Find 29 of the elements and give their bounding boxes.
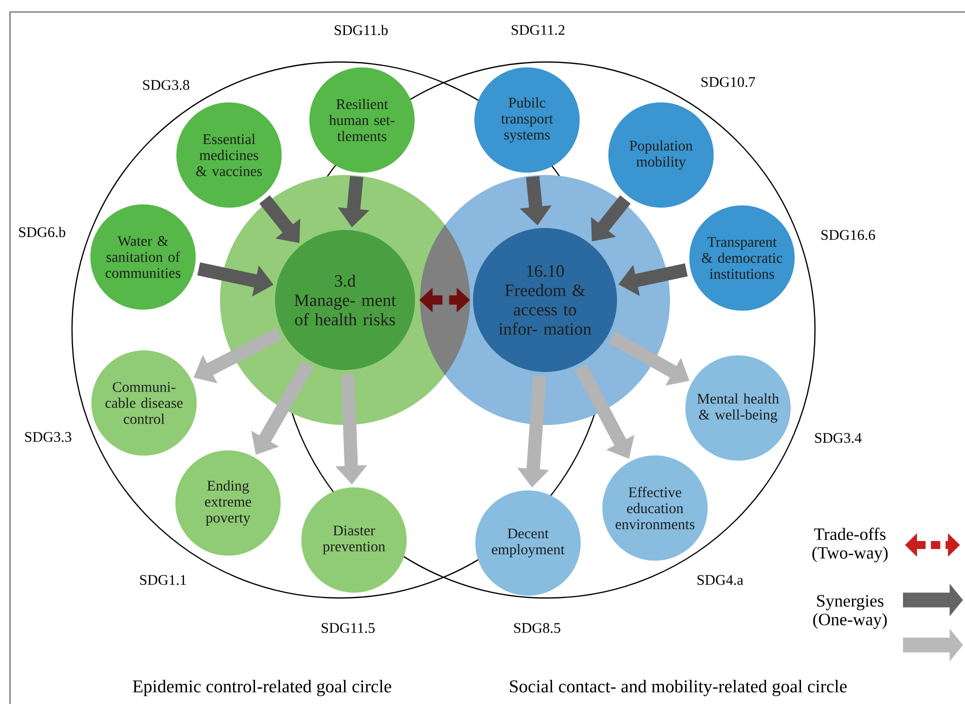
sdg-label: SDG11.5 <box>322 623 375 633</box>
sdg-label: SDG3.8 <box>143 80 190 90</box>
sdg-label: SDG4.a <box>698 575 744 585</box>
goal-circle-node: Decent employment <box>475 490 581 596</box>
sdg-label: SDG11.2 <box>512 25 564 35</box>
sdg-label: SDG11.b <box>334 24 388 36</box>
circle-caption: Epidemic control-related goal circle <box>132 680 392 696</box>
sdg-label: SDG8.5 <box>514 623 560 633</box>
goal-circle-node: Communi- cable disease control <box>91 350 197 456</box>
sdg-label: SDG3.4 <box>815 433 862 443</box>
sdg-label: SDG16.6 <box>821 230 876 240</box>
goal-circle-node: Diaster prevention <box>301 487 407 593</box>
legend-text: Synergies (One-way) <box>813 595 887 629</box>
goal-circle-node: Essential medicines & vaccines <box>176 102 282 208</box>
goal-circle-node: Water & sanitation of communities <box>90 204 196 310</box>
goal-circle-node: Population mobility <box>608 102 714 208</box>
goal-circle-node: Pubilc transport systems <box>474 67 580 173</box>
goal-circle-node: Transparent & democratic institutions <box>689 205 795 311</box>
goal-circle-node: Effective education environments <box>602 455 708 561</box>
goal-circle-node: Mental health & well-being <box>685 355 791 461</box>
sdg-label: SDG10.7 <box>701 77 756 87</box>
circle-caption: Social contact- and mobility-related goal circle <box>510 680 847 696</box>
sdg-label: SDG6.b <box>19 226 66 238</box>
legend-text: Trade-offs (Two-way) <box>812 528 888 562</box>
goal-circle-node: Resilient human set- tlements <box>309 67 415 173</box>
arrow <box>259 195 300 243</box>
goal-circle-node: Ending extreme poverty <box>175 450 281 556</box>
sdg-label: SDG3.3 <box>25 432 72 442</box>
sdg-label: SDG1.1 <box>140 575 186 585</box>
